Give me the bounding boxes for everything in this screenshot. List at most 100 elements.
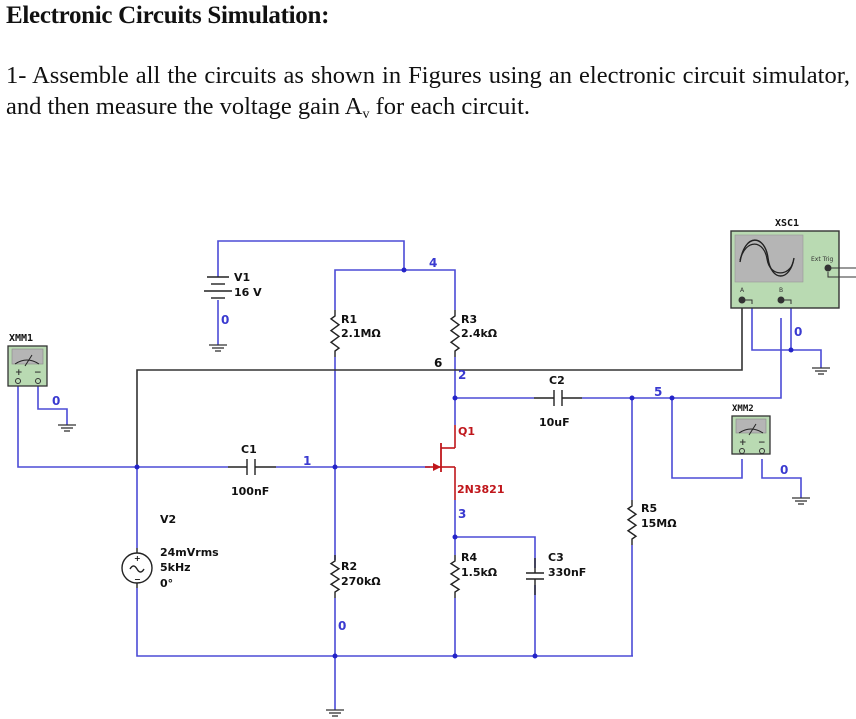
junction-dot (452, 653, 458, 659)
xsc1-channel-b-label: B (779, 287, 783, 294)
v2-phase: 0° (160, 577, 173, 590)
v2-ref: V2 (160, 513, 176, 526)
junction-dot (629, 395, 635, 401)
ground-icon (326, 709, 344, 717)
r2-value: 270kΩ (341, 575, 381, 588)
r5-value: 15MΩ (641, 517, 677, 530)
resistor-zigzag (449, 555, 461, 598)
v2-minus-sign: − (134, 575, 141, 584)
meter-dial-icon (738, 428, 764, 434)
xsc1-channel-b-terminal[interactable] (777, 296, 785, 304)
junction-dot (401, 267, 407, 273)
wire-v1-to-node4 (217, 240, 405, 277)
junction-dot (332, 653, 338, 659)
junction-dot (669, 395, 675, 401)
resistor-zigzag (626, 500, 638, 545)
r3-ref: R3 (461, 313, 477, 326)
xmm1-display (11, 348, 44, 365)
v1-value: 16 V (234, 286, 262, 299)
c3-ref: C3 (548, 551, 564, 564)
q1-ref: Q1 (458, 425, 475, 438)
wire-c2-node5 (582, 318, 782, 399)
waveform-trace-a (739, 239, 795, 277)
resistor-r4[interactable] (449, 555, 461, 598)
xmm2-terminal-plus[interactable] (739, 448, 745, 454)
meter-needle-icon (748, 423, 757, 436)
c2-value: 10uF (539, 416, 570, 429)
v2-frequency: 5kHz (160, 561, 191, 574)
wire-xmm1-ground (37, 385, 68, 425)
wire-node4-rail (334, 269, 456, 310)
v2-amplitude: 24mVrms (160, 546, 219, 559)
wire-node5-xmm2 (671, 398, 743, 479)
multimeter-xmm2[interactable]: XMM2 + − (731, 404, 771, 455)
wire-xmm1-input (17, 385, 137, 468)
r1-value: 2.1MΩ (341, 327, 381, 340)
ac-source-v2[interactable]: + − V2 24mVrms 5kHz 0° (121, 513, 219, 590)
r1-ref: R1 (341, 313, 357, 326)
r4-value: 1.5kΩ (461, 566, 498, 579)
waveform-trace-b (739, 243, 794, 274)
xmm1-ref: XMM1 (9, 333, 33, 344)
net-label-6: 6 (434, 356, 442, 370)
xsc1-screen (734, 234, 804, 283)
resistor-r3[interactable] (449, 310, 461, 357)
net-labels: 0 0 0 0 0 1 2 3 4 5 6 (52, 256, 802, 633)
xmm2-terminal-minus[interactable] (759, 448, 765, 454)
wire-probe-scope-a (136, 303, 743, 467)
junctions (134, 267, 794, 659)
capacitor-c1[interactable]: C1 100nF (228, 443, 276, 498)
xmm1-plus: + (15, 368, 23, 378)
channel-a-neg-lead (745, 299, 753, 304)
xmm2-plus: + (739, 438, 747, 448)
gain-subscript: v (362, 107, 370, 122)
v2-plus-sign: + (134, 554, 141, 563)
xsc1-ext-trig-terminal[interactable] (824, 264, 832, 272)
multimeter-xmm1[interactable]: XMM1 + − (7, 333, 48, 387)
xmm1-minus: − (34, 368, 42, 378)
r4-ref: R4 (461, 551, 477, 564)
junction-dot (134, 464, 140, 470)
resistor-r2[interactable] (329, 555, 341, 598)
resistors (329, 310, 638, 598)
net-label-2: 2 (458, 368, 466, 382)
xmm2-display (735, 418, 767, 434)
net-label-0: 0 (780, 463, 788, 477)
net-label-4: 4 (429, 256, 437, 270)
xsc1-channel-a-terminal[interactable] (738, 296, 746, 304)
junction-dot (452, 395, 458, 401)
q1-model: 2N3821 (457, 483, 504, 496)
xmm2-ref: XMM2 (732, 404, 754, 414)
capacitor-c2[interactable]: C2 10uF (534, 374, 582, 429)
c1-ref: C1 (241, 443, 257, 456)
junction-dot (788, 347, 794, 353)
meter-dial-icon (14, 359, 40, 365)
net-label-3: 3 (458, 507, 466, 521)
wire-node3-c3 (455, 536, 536, 568)
xmm1-terminal-plus[interactable] (15, 378, 21, 384)
sine-wave-icon (129, 565, 145, 573)
ground-icon (58, 424, 76, 432)
battery-v1[interactable]: V1 16 V (204, 271, 262, 299)
v1-ref: V1 (234, 271, 250, 284)
xsc1-ext-trig-label: Ext Trig (811, 256, 834, 263)
wires (17, 240, 822, 710)
resistor-r5[interactable] (626, 500, 638, 545)
wire-v2-bottom-rail (136, 588, 633, 657)
resistor-r1[interactable] (329, 310, 341, 357)
wire-scope-a-ground (751, 304, 822, 368)
xmm2-minus: − (758, 438, 766, 448)
net-label-5: 5 (654, 385, 662, 399)
net-label-1: 1 (303, 454, 311, 468)
c1-value: 100nF (231, 485, 269, 498)
capacitor-c3[interactable]: C3 330nF (526, 551, 586, 595)
resistor-zigzag (449, 310, 461, 357)
ground-icon (209, 344, 227, 352)
c3-value: 330nF (548, 566, 586, 579)
jfet-q1[interactable]: Q1 2N3821 (425, 425, 504, 500)
ground-symbols (58, 344, 830, 717)
oscilloscope-xsc1[interactable]: XSC1 Ext Trig A B (730, 218, 856, 309)
junction-dot (332, 464, 338, 470)
xmm1-terminal-minus[interactable] (35, 378, 41, 384)
junction-dot (452, 534, 458, 540)
